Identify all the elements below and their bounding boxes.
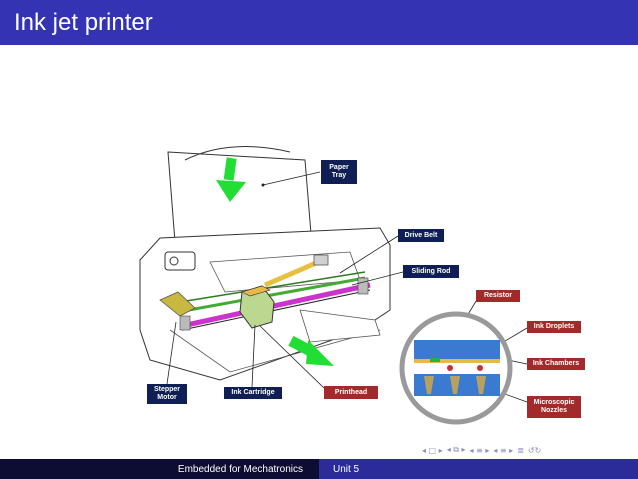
label-resistor: Resistor bbox=[476, 290, 520, 302]
rod-bracket bbox=[357, 277, 369, 295]
leader-sliding-rod bbox=[351, 271, 404, 286]
resistor-element bbox=[430, 358, 440, 362]
stepper-motor-base bbox=[179, 315, 191, 331]
footer-course-title: Embedded for Mechatronics bbox=[0, 459, 319, 479]
leader-ink-cartridge bbox=[251, 324, 256, 388]
nozzle bbox=[476, 376, 486, 394]
chamber-top bbox=[414, 340, 500, 360]
label-drive-belt: Drive Belt bbox=[398, 229, 444, 242]
nav-first-icon[interactable]: ◂ □ ▸ bbox=[422, 445, 443, 455]
footer: Embedded for Mechatronics Unit 5 bbox=[0, 459, 638, 479]
ink-cartridge-top bbox=[241, 285, 271, 297]
nav-subsection-icon[interactable]: ◂ ≡ ▸ bbox=[493, 445, 514, 455]
stepper-motor bbox=[159, 291, 196, 317]
label-printhead: Printhead bbox=[324, 386, 378, 399]
beamer-navigation: ◂ □ ▸ ◂ ⧉ ▸ ◂ ≡ ▸ ◂ ≡ ▸ ≣ ↺↻ bbox=[422, 444, 632, 456]
nav-search-icon[interactable]: ↺↻ bbox=[527, 445, 542, 455]
label-paper-tray: Paper Tray bbox=[321, 160, 357, 184]
printer-front-lip bbox=[169, 329, 381, 373]
label-ink-cartridge: Ink Cartridge bbox=[224, 387, 282, 399]
sliding-rod-shadow bbox=[181, 289, 371, 331]
paper-tray-top bbox=[184, 146, 291, 161]
leader-paper-tray bbox=[262, 171, 321, 186]
sliding-rod bbox=[181, 282, 371, 329]
title-bar: Ink jet printer bbox=[0, 0, 638, 45]
printhead-zoom bbox=[399, 311, 513, 425]
leader-printhead bbox=[259, 325, 325, 389]
printer-logo bbox=[164, 251, 196, 271]
label-microscopic-nozzles: Microscopic Nozzles bbox=[527, 396, 581, 418]
paper-out bbox=[299, 309, 381, 343]
ink-droplet bbox=[447, 365, 453, 371]
drive-belt-back bbox=[179, 271, 366, 303]
nozzle bbox=[450, 376, 460, 394]
nozzle bbox=[424, 376, 434, 394]
paper-in-arrow bbox=[216, 157, 246, 202]
paper-out-arrow bbox=[288, 335, 334, 366]
printer-logo-circle bbox=[169, 256, 179, 266]
label-stepper-motor: Stepper Motor bbox=[147, 384, 187, 404]
slide-title: Ink jet printer bbox=[14, 9, 153, 36]
leader-drive-belt bbox=[339, 235, 399, 274]
footer-unit: Unit 5 bbox=[319, 459, 638, 479]
resistor-layer bbox=[414, 359, 500, 363]
cable-connector bbox=[313, 254, 329, 266]
nav-prev-icon[interactable]: ◂ ⧉ ▸ bbox=[446, 445, 466, 454]
label-sliding-rod: Sliding Rod bbox=[403, 265, 459, 278]
drive-belt bbox=[177, 276, 366, 314]
leader-dot bbox=[261, 183, 265, 187]
label-ink-droplets: Ink Droplets bbox=[527, 321, 581, 333]
leader-stepper-motor bbox=[166, 321, 177, 385]
ink-droplet bbox=[477, 365, 483, 371]
nav-section-icon[interactable]: ◂ ≡ ▸ bbox=[469, 445, 490, 455]
nav-align-icon[interactable]: ≣ bbox=[517, 445, 524, 455]
label-ink-chambers: Ink Chambers bbox=[527, 358, 585, 370]
